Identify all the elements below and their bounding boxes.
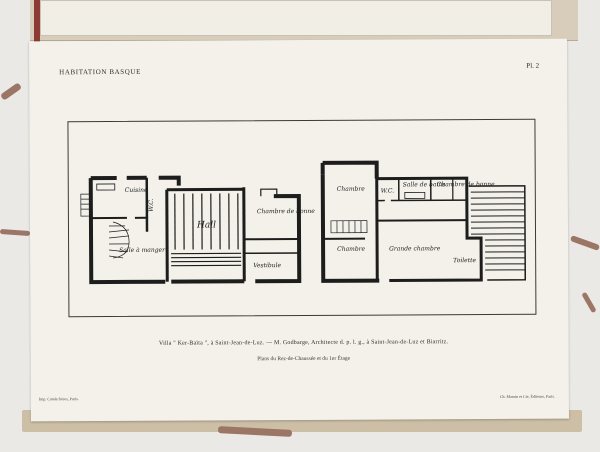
- ribbon-right: [569, 235, 600, 251]
- label-toilette: Toilette: [453, 257, 476, 264]
- plate-number: Pl. 2: [526, 61, 540, 70]
- publisher-credit: Ch. Massin et Cie, Éditeurs, Paris.: [499, 393, 555, 399]
- label-chambre-bonne-ground: Chambre de bonne: [257, 208, 315, 215]
- plate-caption: Villa " Ker-Baïta ", à Saint-Jean-de-Luz…: [158, 339, 449, 347]
- folder-red-edge: [34, 0, 40, 42]
- floor-plans-drawing: Cuisine W.C. Hall Chambre de bonne Salle…: [80, 160, 527, 285]
- label-chambre-2: Chambre: [337, 246, 365, 253]
- label-vestibule: Vestibule: [253, 262, 281, 269]
- ribbon-left-mid: [0, 228, 31, 237]
- label-chambre-1: Chambre: [337, 186, 365, 193]
- label-chambre-bonne-ground-text: Chambre de bonne: [257, 208, 315, 215]
- ribbon-left-top: [0, 82, 23, 101]
- label-grande-chambre: Grande chambre: [389, 245, 441, 252]
- label-wc-first: W.C.: [381, 188, 394, 195]
- first-floor-plan: [320, 160, 527, 283]
- plans-frame: Cuisine W.C. Hall Chambre de bonne Salle…: [67, 118, 537, 318]
- label-salle-manger: Salle à manger: [119, 247, 166, 254]
- plate-header-title: HABITATION BASQUE: [59, 67, 141, 77]
- ground-floor-plan: [80, 175, 302, 285]
- printer-credit: Imp. Catala frères, Paris.: [38, 396, 79, 402]
- underlying-sheet: [40, 0, 552, 36]
- label-chambre-bonne-first: Chambre de bonne: [437, 181, 495, 188]
- plate-subcaption: Plans du Rez-de-Chaussée et du 1er Étage: [257, 355, 351, 363]
- ribbon-right-lower: [581, 291, 597, 314]
- label-hall: Hall: [196, 220, 216, 230]
- plate-sheet: HABITATION BASQUE Pl. 2: [29, 38, 569, 422]
- label-cuisine: Cuisine: [125, 187, 148, 194]
- label-wc-ground: W.C.: [148, 198, 155, 211]
- label-salle-bains: Salle de bains: [403, 181, 446, 188]
